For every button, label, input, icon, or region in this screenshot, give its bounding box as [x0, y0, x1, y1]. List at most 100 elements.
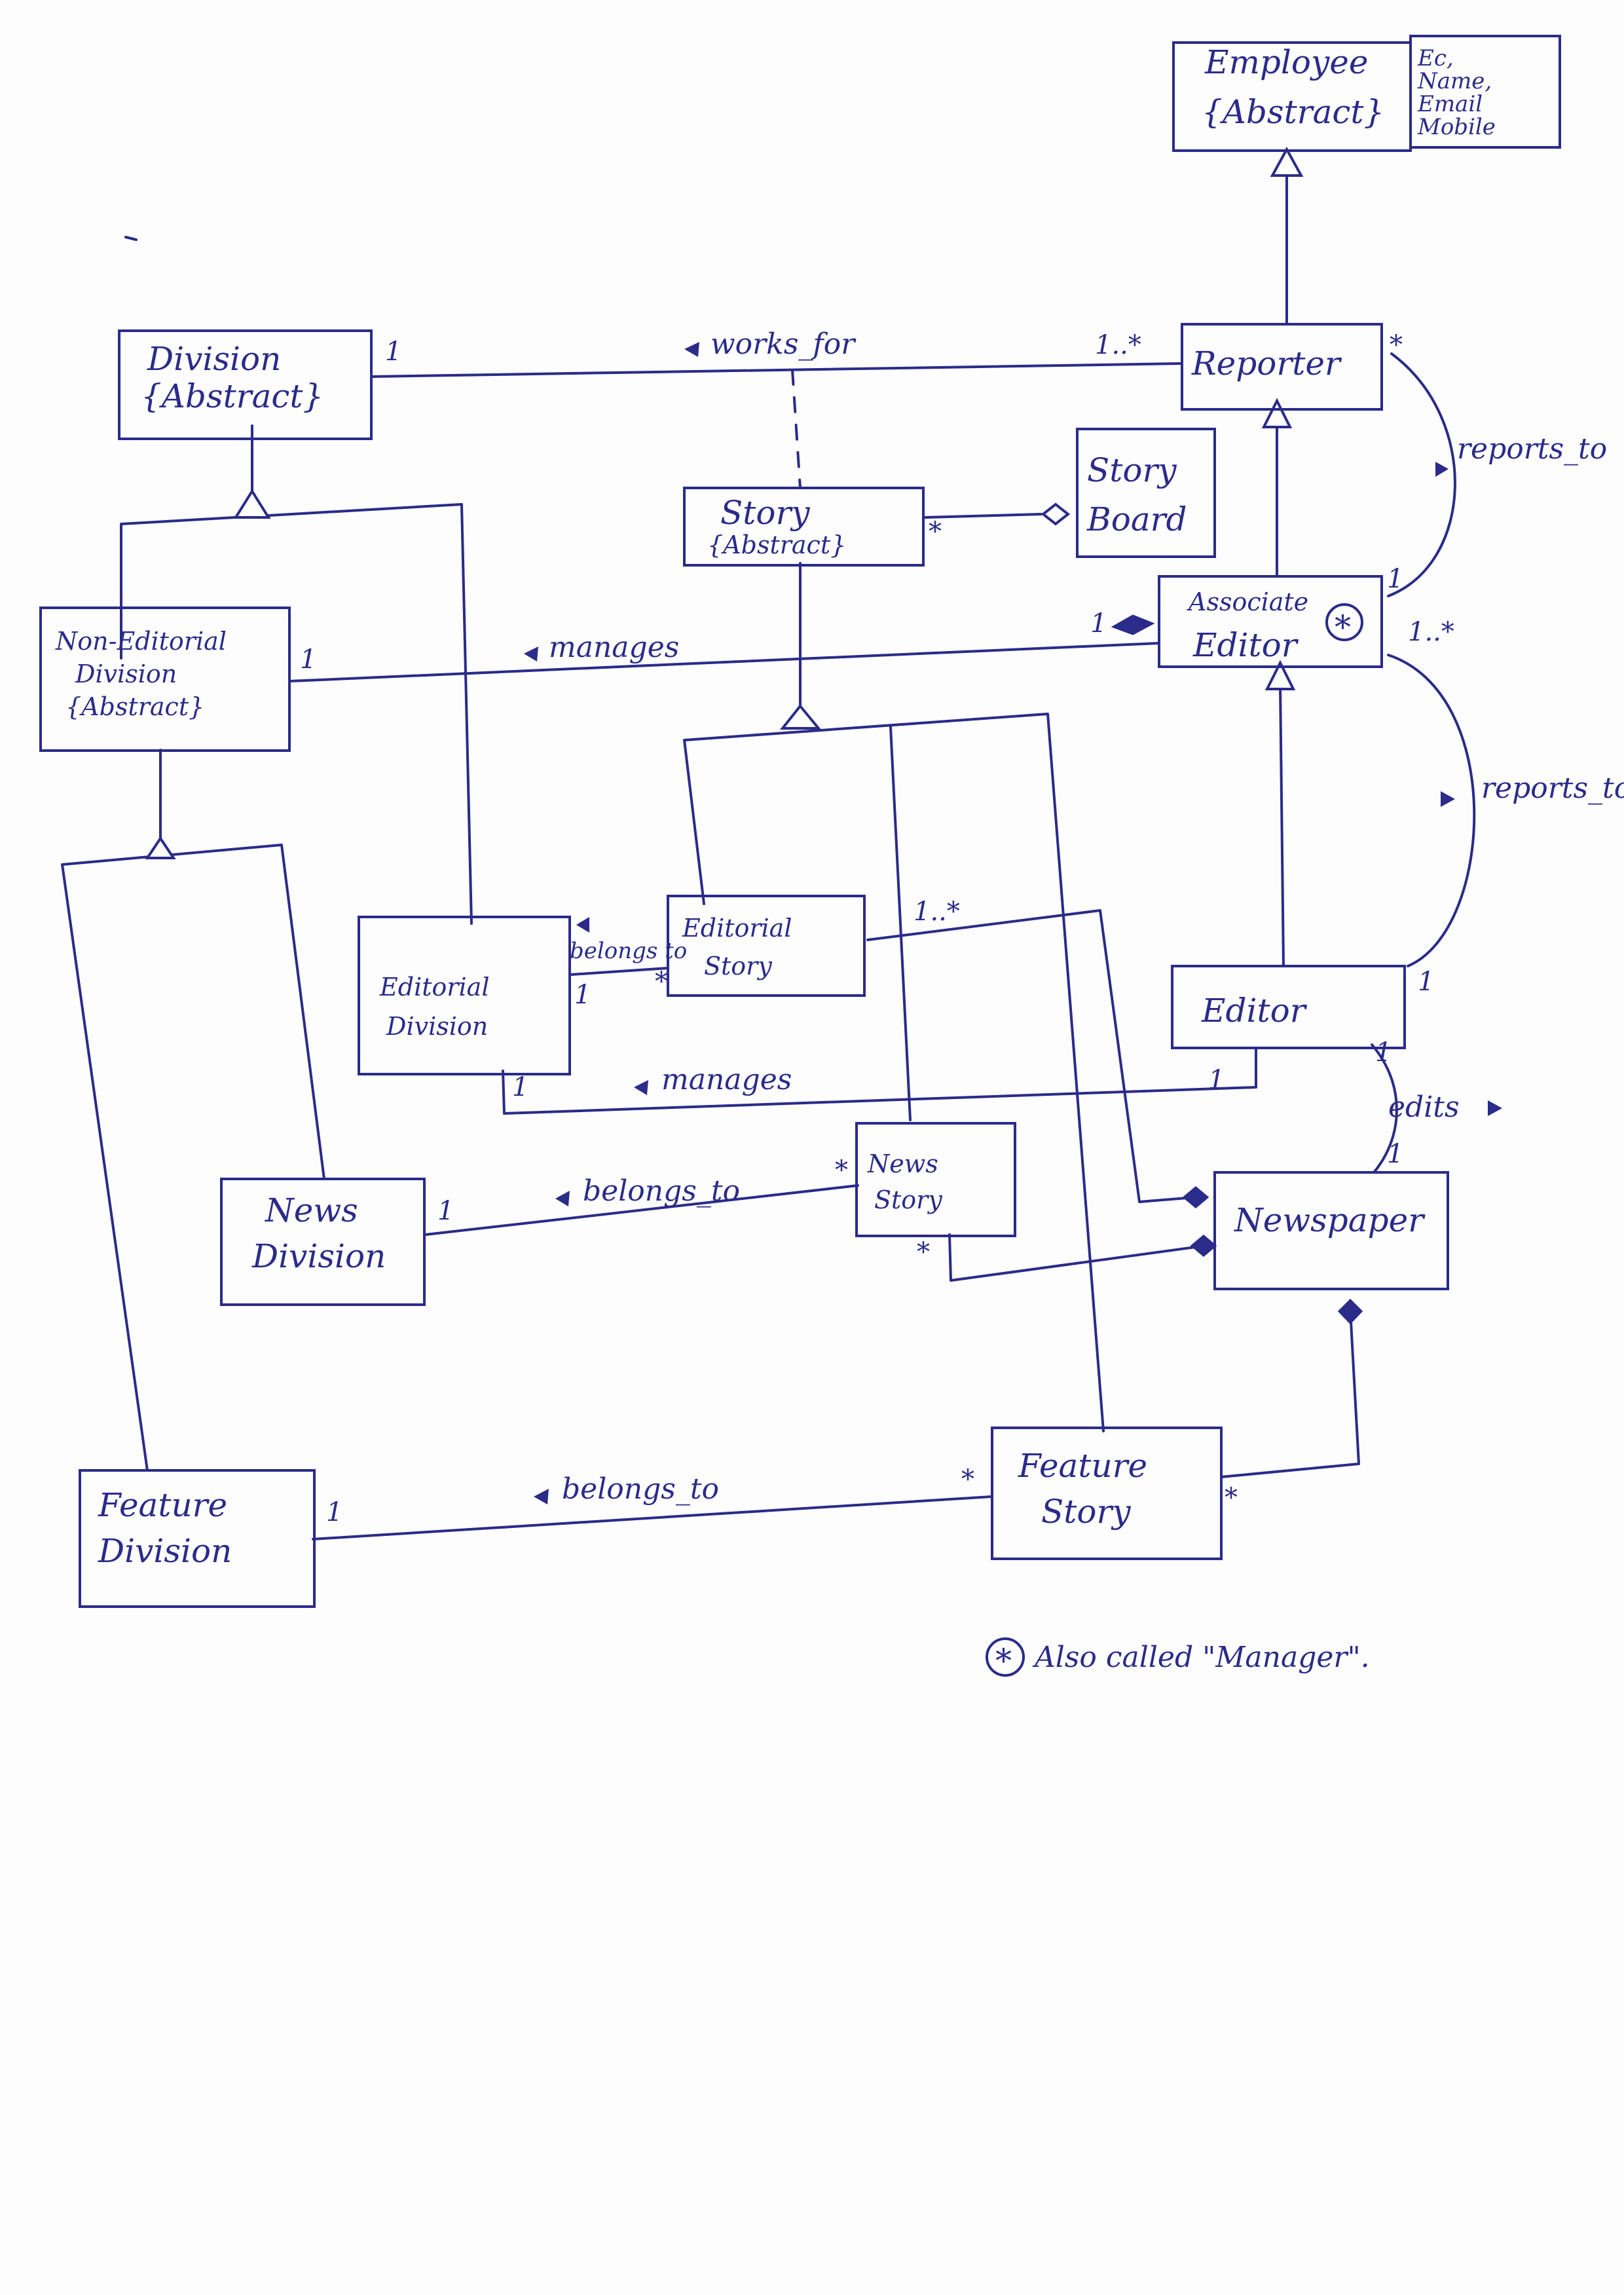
class-employee-stereotype: {Abstract}: [1202, 93, 1384, 131]
story-board-mult: *: [929, 517, 942, 547]
news-newspaper-mult: *: [917, 1237, 930, 1267]
belongs-to-editorial-line: [570, 967, 669, 976]
division-generalization-branches: [120, 503, 473, 925]
manages-associate-mult-editor: 1: [1090, 608, 1107, 639]
class-story-board: Story Board: [1076, 428, 1216, 558]
manages-editor-label: manages: [661, 1063, 792, 1096]
class-feature-story-name-line1: Feature: [1018, 1447, 1147, 1485]
edits-curve: [1371, 1043, 1398, 1174]
feature-newspaper-mult: *: [1225, 1483, 1238, 1513]
manages-associate-direction-arrow: [524, 646, 538, 662]
class-editorial-division-name-line1: Editorial: [379, 973, 490, 1001]
belongs-to-editorial-mult-division: 1: [574, 980, 591, 1010]
class-news-division: News Division: [220, 1178, 426, 1306]
class-non-editorial-name-line1: Non-Editorial: [55, 627, 227, 656]
reports-to-editor-curve: [1387, 654, 1476, 967]
generalization-triangle-division: [233, 489, 271, 519]
class-division: Division {Abstract}: [118, 329, 373, 440]
class-editorial-story-name-line1: Editorial: [682, 914, 792, 942]
class-associate-editor: Associate Editor *: [1158, 575, 1383, 668]
class-news-story-name-line1: News: [867, 1149, 938, 1178]
reports-to-reporter-mult-associate: 1: [1387, 564, 1403, 594]
footnote-marker-circle: [986, 1637, 1025, 1677]
manages-end-marker: [1111, 614, 1155, 635]
class-feature-story: Feature Story: [991, 1427, 1223, 1560]
class-non-editorial-stereotype: {Abstract}: [65, 692, 204, 721]
belongs-to-feature-mult-story: *: [961, 1465, 974, 1495]
belongs-to-feature-mult-division: 1: [326, 1497, 342, 1527]
edits-mult-editor: 1: [1375, 1037, 1392, 1068]
class-reporter: Reporter: [1181, 323, 1383, 411]
manages-associate-label: manages: [549, 631, 679, 664]
reports-to-editor-direction-arrow: [1441, 791, 1455, 807]
works-for-direction-arrow: [684, 342, 699, 357]
belongs-to-news-mult-story: *: [835, 1155, 848, 1185]
generalization-triangle-reporter: [1261, 398, 1293, 428]
class-division-name: Division: [147, 340, 281, 378]
class-story: Story {Abstract}: [683, 487, 925, 567]
class-editorial-story-name-line2: Story: [704, 952, 772, 980]
manages-editor-line: [502, 1047, 1257, 1115]
belongs-to-news-mult-division: 1: [437, 1196, 454, 1226]
class-feature-story-name-line2: Story: [1041, 1493, 1131, 1531]
class-employee-name: Employee: [1204, 43, 1368, 81]
class-reporter-name: Reporter: [1191, 345, 1342, 382]
belongs-to-news-direction-arrow: [555, 1191, 570, 1206]
manager-marker-circle: [1325, 603, 1363, 641]
reports-to-editor-mult-associate: 1..*: [1408, 617, 1454, 647]
belongs-to-editorial-mult-story: *: [655, 967, 668, 997]
footnote: * Also called "Manager".: [986, 1637, 1370, 1680]
reports-to-reporter-curve: [1387, 352, 1456, 597]
generalization-triangle-associate: [1264, 660, 1296, 690]
class-editor: Editor: [1171, 965, 1406, 1049]
non-editorial-generalization-branches: [61, 844, 325, 1472]
composition-diamond-news: [1190, 1235, 1217, 1257]
works-for-label: works_for: [710, 327, 857, 361]
belongs-to-feature-line: [312, 1495, 993, 1540]
belongs-to-news-label: belongs_to: [583, 1174, 740, 1208]
class-feature-division: Feature Division: [79, 1469, 316, 1608]
reports-to-reporter-mult-reporter: *: [1390, 330, 1403, 360]
class-news-story: News Story: [855, 1122, 1016, 1237]
story-generalization-branches: [683, 713, 1105, 1432]
manages-associate-line: [288, 642, 1160, 682]
reports-to-editor-mult-editor: 1: [1418, 967, 1434, 997]
footnote-marker-star: *: [995, 1642, 1012, 1680]
class-newspaper: Newspaper: [1213, 1171, 1449, 1290]
generalization-editor-associate: [1279, 683, 1285, 967]
class-employee: Employee {Abstract} Ec, Name, Email Mobi…: [1172, 35, 1561, 152]
manages-editor-mult-division: 1: [512, 1072, 528, 1102]
class-feature-division-name-line2: Division: [98, 1532, 232, 1570]
reports-to-editor-label: reports_to: [1481, 772, 1624, 805]
works-for-mult-division: 1: [385, 337, 401, 367]
manager-marker-star: *: [1335, 608, 1351, 646]
composition-diamond-editorial: [1182, 1186, 1209, 1208]
edits-label: edits: [1388, 1091, 1460, 1124]
news-newspaper-line: [948, 1233, 1216, 1282]
belongs-to-editorial-label: belongs to: [570, 938, 687, 964]
class-non-editorial-division: Non-Editorial Division {Abstract}: [39, 606, 291, 752]
manages-editor-mult-editor: 1: [1208, 1065, 1225, 1095]
employee-attribute-ec: Ec,: [1417, 45, 1454, 71]
belongs-to-feature-direction-arrow: [534, 1489, 549, 1504]
class-non-editorial-name-line2: Division: [75, 660, 177, 688]
employee-attribute-email: Email: [1417, 91, 1483, 117]
footnote-text: Also called "Manager".: [1032, 1641, 1370, 1674]
class-news-story-name-line2: Story: [874, 1185, 942, 1214]
edits-direction-arrow: [1488, 1100, 1502, 1116]
belongs-to-editorial-direction-arrow: [576, 917, 589, 933]
class-feature-division-name-line1: Feature: [98, 1486, 227, 1524]
editorial-newspaper-line: [866, 909, 1196, 1203]
class-editorial-division-name-line2: Division: [386, 1012, 488, 1041]
class-story-name: Story: [720, 494, 810, 532]
employee-attribute-mobile: Mobile: [1417, 114, 1496, 140]
composition-diamond-feature: [1337, 1298, 1363, 1325]
employee-attribute-name: Name,: [1417, 68, 1492, 94]
class-editorial-division: Editorial Division: [358, 916, 571, 1075]
class-editor-name: Editor: [1201, 992, 1308, 1030]
class-news-division-name-line2: Division: [251, 1237, 386, 1275]
feature-newspaper-line: [1220, 1309, 1360, 1478]
aggregation-diamond-storyboard: [1041, 502, 1071, 526]
generalization-triangle-employee: [1270, 146, 1304, 177]
